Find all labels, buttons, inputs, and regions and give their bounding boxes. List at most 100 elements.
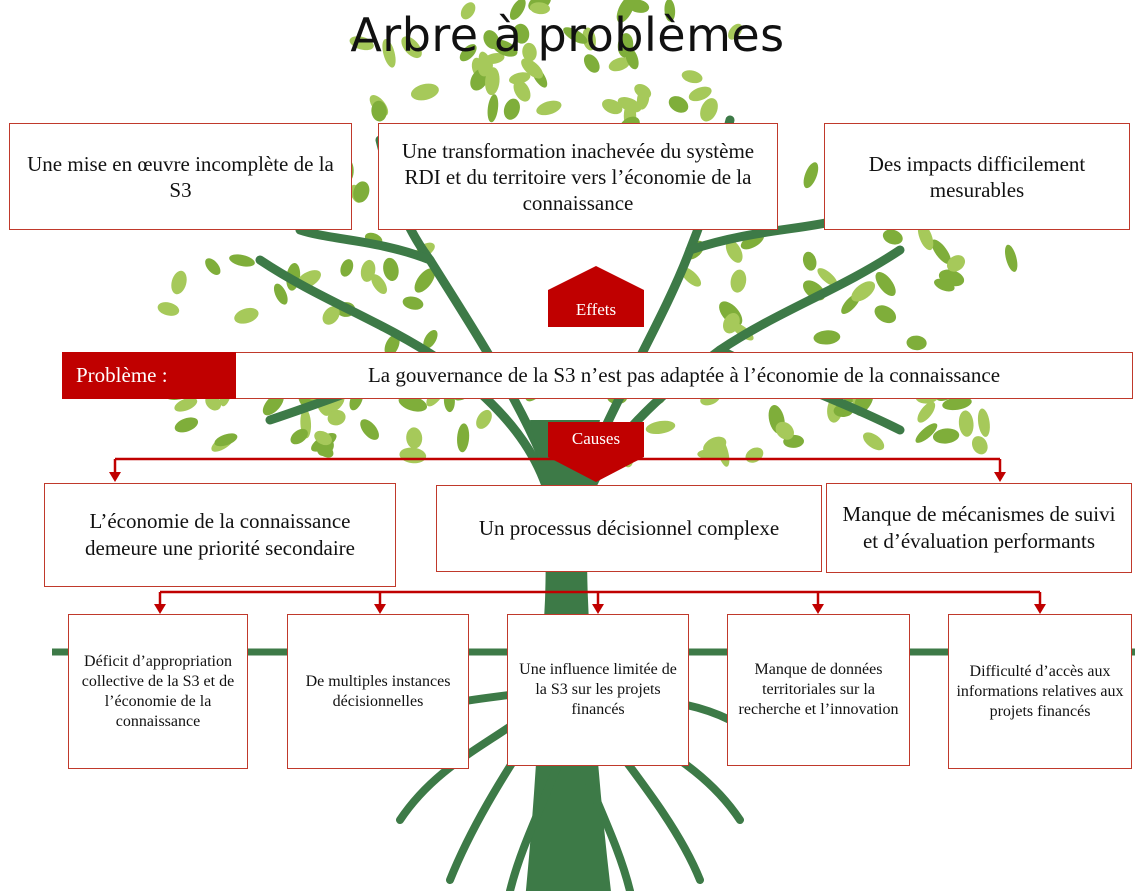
leaf (402, 296, 424, 310)
leaf (563, 27, 588, 44)
leaf (349, 36, 374, 51)
leaf (174, 397, 198, 412)
problem-label: Problème : (62, 352, 236, 399)
leaf (401, 36, 422, 59)
leaf (353, 181, 370, 203)
leaf (521, 58, 544, 79)
sub-cause-box-4: Manque de données territoriales sur la r… (727, 614, 910, 766)
leaf (491, 39, 518, 57)
leaf (817, 268, 838, 287)
leaf (681, 70, 703, 84)
leaf (371, 100, 387, 122)
sub-cause-box-1: Déficit d’appropriation collective de la… (68, 614, 248, 769)
leaf (487, 94, 499, 123)
sub-cause-text: Manque de données territoriales sur la r… (738, 661, 899, 718)
leaf (645, 420, 676, 435)
leaf (688, 86, 712, 102)
leaf (942, 396, 972, 411)
effect-box-3: Des impacts difficilement mesurables (824, 123, 1130, 230)
leaf (171, 270, 187, 295)
leaf (723, 312, 740, 334)
leaf (214, 433, 238, 447)
leaf (384, 334, 400, 357)
leaf (485, 67, 500, 96)
effect-box-1: Une mise en œuvre incomplète de la S3 (9, 123, 352, 230)
leaf (205, 258, 221, 275)
cause-text: Un processus décisionnel complexe (478, 516, 780, 540)
effect-text: Une mise en œuvre incomplète de la S3 (27, 151, 334, 202)
leaf (851, 281, 876, 302)
leaf (875, 271, 896, 297)
leaf (608, 57, 631, 72)
leaf (917, 401, 936, 423)
leaf (174, 417, 199, 433)
effect-text: Une transformation inachevée du système … (401, 138, 755, 215)
cause-box-1: L’économie de la connaissance demeure un… (44, 483, 396, 587)
leaf (971, 436, 988, 455)
leaf (509, 72, 531, 85)
leaf (410, 83, 439, 101)
sub-cause-box-3: Une influence limitée de la S3 sur les p… (507, 614, 689, 766)
causes-tag: Causes (571, 429, 621, 448)
leaf (382, 39, 396, 68)
leaf (803, 162, 819, 189)
leaf (513, 23, 530, 44)
leaf (1005, 244, 1018, 272)
sub-cause-text: Une influence limitée de la S3 sur les p… (519, 661, 677, 718)
leaf (700, 98, 718, 122)
leaf (863, 432, 885, 451)
leaf (616, 0, 635, 23)
leaf (398, 395, 428, 412)
leaf (406, 427, 423, 449)
leaf (327, 409, 346, 426)
leaf (371, 274, 387, 294)
leaf (882, 229, 903, 245)
problem-banner: Problème : La gouvernance de la S3 n’est… (62, 352, 1133, 399)
effect-box-2: Une transformation inachevée du système … (378, 123, 778, 230)
sub-cause-text: Déficit d’appropriation collective de la… (81, 652, 235, 730)
cause-box-3: Manque de mécanismes de suivi et d’évalu… (826, 483, 1132, 573)
leaf (340, 259, 354, 277)
leaf (745, 447, 764, 463)
leaf (874, 305, 897, 324)
leaf (503, 98, 520, 120)
effect-text: Des impacts difficilement mesurables (868, 151, 1086, 202)
leaf (157, 302, 180, 316)
leaf (522, 42, 537, 62)
leaf (931, 239, 951, 265)
leaf (273, 283, 288, 305)
leaf (802, 251, 817, 271)
leaf (932, 428, 960, 444)
leaf (234, 307, 259, 324)
leaf (668, 96, 689, 113)
leaf (314, 430, 332, 446)
problem-statement: La gouvernance de la S3 n’est pas adapté… (236, 352, 1133, 399)
leaf (360, 419, 379, 440)
leaf (529, 2, 550, 15)
leaf (730, 269, 747, 293)
leaf (383, 257, 399, 281)
page-title: Arbre à problèmes (350, 8, 785, 62)
connector-arrowheads (109, 472, 1046, 614)
sub-cause-box-5: Difficulté d’accès aux informations rela… (948, 614, 1132, 769)
leaf (476, 409, 492, 429)
leaf (636, 87, 650, 110)
sub-cause-text: Difficulté d’accès aux informations rela… (956, 662, 1124, 720)
sub-cause-text: De multiples instances décisionnelles (305, 672, 451, 710)
leaf (360, 259, 376, 282)
causes-arrow-shape (548, 422, 644, 482)
leaf (229, 254, 255, 267)
leaf (583, 54, 600, 73)
leaf (602, 99, 623, 115)
cause-text: Manque de mécanismes de suivi et d’évalu… (842, 502, 1116, 553)
effects-arrow-shape (548, 266, 644, 327)
leaf (625, 47, 639, 70)
tree-leaves (157, 0, 1018, 468)
leaf (423, 329, 438, 349)
leaf (680, 267, 702, 287)
leaf (664, 0, 676, 22)
leaf (459, 44, 477, 62)
leaf (977, 408, 990, 437)
leaf (725, 239, 743, 263)
